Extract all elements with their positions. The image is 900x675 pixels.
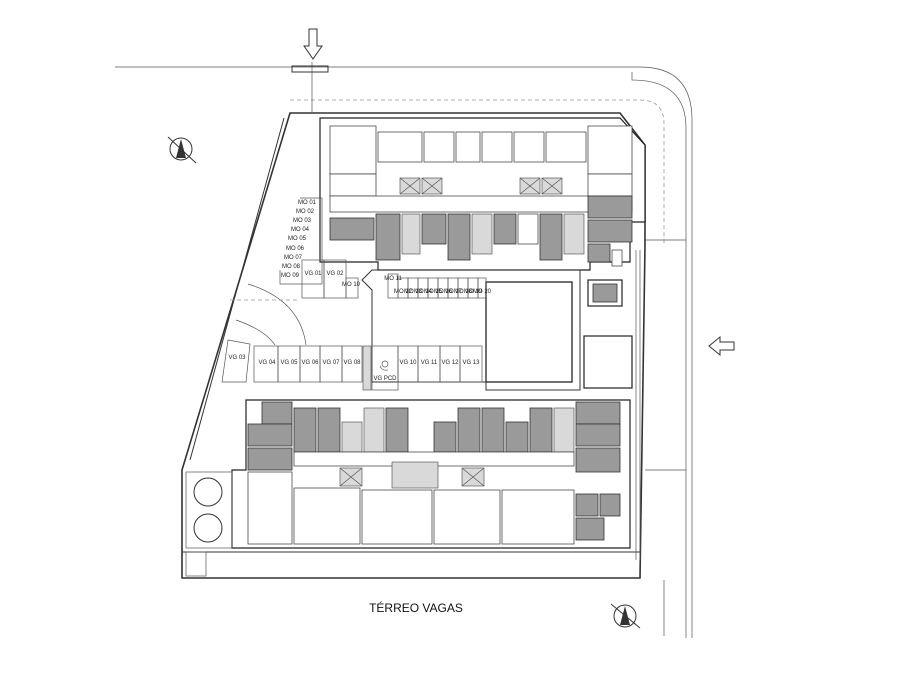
mo-label: MO 03 [293, 218, 312, 224]
mo-label: MO 10 [342, 282, 361, 288]
accessibility-icon [379, 360, 389, 371]
side-structures [583, 249, 641, 560]
vg-label: VG 02 [326, 271, 344, 277]
parking-court [361, 269, 581, 391]
lot-outline [181, 112, 646, 579]
vg-label: VG 11 [421, 360, 438, 366]
mo-label: MO 12 [394, 289, 413, 295]
vg-label: VG 13 [462, 360, 480, 366]
mo-label: MO 14 [414, 289, 433, 295]
mo-label: MO 05 [288, 236, 307, 242]
mo-label: MO 02 [296, 209, 315, 215]
vg-lower-spaces [221, 339, 483, 391]
entry-arrow-icon [291, 28, 329, 73]
mo-label: MO 07 [284, 255, 303, 261]
ramp [230, 283, 307, 346]
vg-label: VG PCD [373, 376, 397, 382]
mo-label: MO 13 [404, 289, 423, 295]
north-compass-icon [167, 136, 197, 164]
vg-label: VG 07 [322, 360, 340, 366]
mo-label: MO 18 [454, 289, 473, 295]
mo-label: MO 19 [464, 289, 483, 295]
water-tank-icon [185, 471, 233, 577]
mo-label: MO 01 [298, 200, 317, 206]
mo-label: MO 20 [473, 289, 492, 295]
vg-upper-spaces [301, 259, 359, 299]
lower-building [231, 399, 631, 549]
vg-label: VG 05 [280, 360, 298, 366]
mo-stack [387, 273, 487, 299]
mo-label: MO 17 [444, 289, 463, 295]
mo-column [279, 197, 323, 285]
mo-label: MO 11 [384, 276, 402, 282]
mo-label: MO 08 [282, 264, 301, 270]
mo-label: MO 04 [291, 227, 310, 233]
mo-label: MO 06 [286, 246, 305, 252]
mo-label: MO 15 [424, 289, 443, 295]
north-compass-icon [610, 603, 641, 629]
vg-label: VG 04 [258, 360, 276, 366]
vg-label: VG 10 [399, 360, 417, 366]
mo-label: MO 16 [434, 289, 453, 295]
street-lines [115, 62, 693, 638]
vg-label: VG 03 [228, 355, 246, 361]
entry-arrow-icon [708, 335, 735, 357]
plan-title: TÉRREO VAGAS [369, 600, 463, 615]
upper-building [319, 117, 646, 271]
vg-label: VG 06 [301, 360, 319, 366]
vg-label: VG 01 [304, 271, 322, 277]
mo-label: MO 09 [281, 273, 300, 279]
vg-label: VG 08 [343, 360, 361, 366]
vg-label: VG 12 [441, 360, 459, 366]
